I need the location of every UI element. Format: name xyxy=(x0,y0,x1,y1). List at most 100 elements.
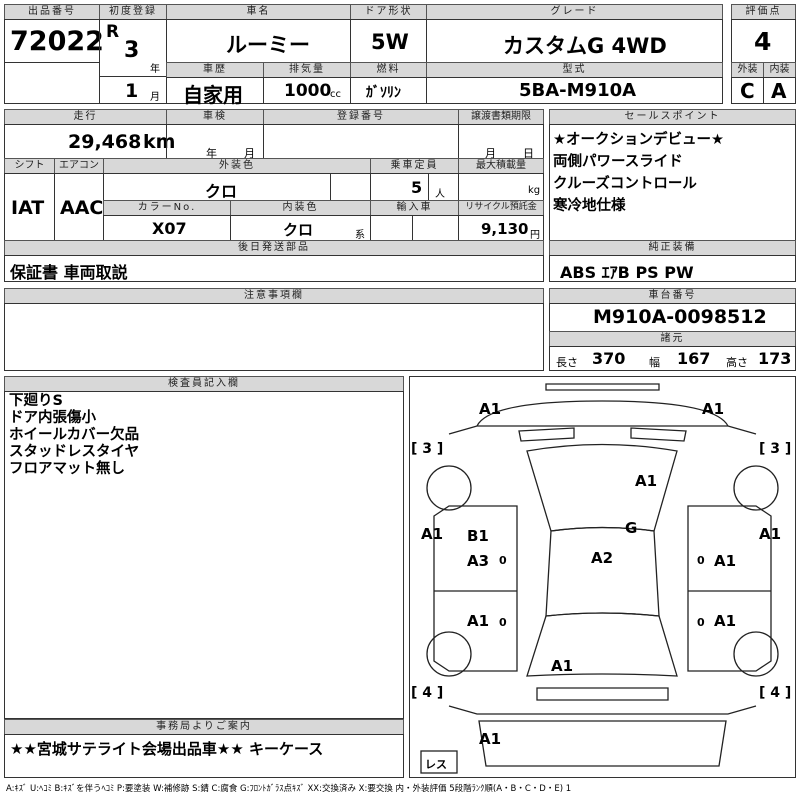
height: 173 xyxy=(758,349,792,368)
model-code: 5BA-M910A xyxy=(519,80,637,101)
headlight-right xyxy=(630,427,687,442)
tire-mark: [ 4 ] xyxy=(759,685,791,701)
grade: カスタムG 4WD xyxy=(503,34,667,58)
specs-cell xyxy=(549,346,796,371)
mileage-unit: km xyxy=(143,131,176,153)
later-parts: 保証書 車両取説 xyxy=(10,263,128,282)
model-header: 型式 xyxy=(426,62,723,78)
damage-mark-front-right-corner: A1 xyxy=(702,400,724,418)
sales-point-item: 寒冷地仕様 xyxy=(553,198,626,214)
spare-box xyxy=(420,750,458,774)
sales-points-header: セールスポイント xyxy=(549,109,796,125)
damage-diagram-frame xyxy=(409,376,796,778)
inspection-header: 車検 xyxy=(166,109,264,125)
specs-header: 諸元 xyxy=(549,331,796,347)
import-header: 輸入車 xyxy=(370,200,459,216)
tire-mark: [ 4 ] xyxy=(411,685,443,701)
chassis-no: M910A-0098512 xyxy=(593,306,767,328)
door-small-mark: 0 xyxy=(499,554,507,567)
color-no: X07 xyxy=(152,219,187,238)
aircon: AAC xyxy=(60,197,104,219)
capacity-header: 乗車定員 xyxy=(370,158,459,174)
notes-cell xyxy=(4,303,544,371)
sales-point-item: ★オークションデビュー★ xyxy=(553,132,724,148)
reg-no-header: 登録番号 xyxy=(263,109,459,125)
damage-mark-right-side: A1 xyxy=(759,525,781,543)
lot-no-blank xyxy=(4,62,100,104)
damage-mark-right-door: A1 xyxy=(714,552,736,570)
door-small-mark: 0 xyxy=(697,554,705,567)
headlight-left xyxy=(518,427,575,442)
tire-rear-left xyxy=(426,631,472,677)
tire-mark: [ 3 ] xyxy=(759,441,791,457)
inspector-note-item: ドア内張傷小 xyxy=(9,410,96,426)
damage-mark-left-front-door: B1 xyxy=(467,527,489,545)
damage-mark-rear-glass: A1 xyxy=(551,657,573,675)
front-bumper-shape xyxy=(545,383,660,391)
reg-divider xyxy=(99,76,167,77)
length-label: 長さ xyxy=(556,356,578,369)
width-label: 幅 xyxy=(649,356,660,369)
lot-no-header: 出品番号 xyxy=(4,4,100,20)
door-header: ドア形状 xyxy=(350,4,427,20)
displacement-header: 排気量 xyxy=(263,62,351,78)
exterior-grade: C xyxy=(740,79,755,103)
transfer-day-unit: 日 xyxy=(523,147,534,160)
int-color-unit: 系 xyxy=(355,230,365,241)
history: 自家用 xyxy=(183,83,243,107)
rear-glass-shape xyxy=(526,612,678,677)
width: 167 xyxy=(677,349,711,368)
exterior-header: 外装 xyxy=(731,62,764,78)
insp-year-unit: 年 xyxy=(206,147,217,160)
score-header: 評価点 xyxy=(731,4,796,20)
load-unit: kg xyxy=(528,185,541,196)
displacement-unit: cc xyxy=(330,89,341,100)
insp-month-unit: 月 xyxy=(244,147,255,160)
recycle-unit: 円 xyxy=(530,230,540,241)
shift-header: シフト xyxy=(4,158,55,174)
office-note: ★★宮城サテライト会場出品車★★ キーケース xyxy=(10,740,324,758)
height-label: 高さ xyxy=(726,356,748,369)
mileage: 29,468 xyxy=(68,131,142,153)
reg-year: 3 xyxy=(124,38,140,63)
equipment: ABS ｴｱB PS PW xyxy=(560,263,694,282)
spare-label: レス xyxy=(425,758,447,771)
inspector-note-item: 下廻りS xyxy=(9,393,63,409)
later-parts-header: 後日発送部品 xyxy=(4,240,544,256)
transfer-month-unit: 月 xyxy=(485,147,496,160)
capacity: 5 xyxy=(411,178,423,197)
tire-front-right xyxy=(733,465,779,511)
int-color-header: 内装色 xyxy=(230,200,371,216)
ext-color-header: 外装色 xyxy=(103,158,371,174)
grade-header: グレード xyxy=(426,4,723,20)
history-header: 車歴 xyxy=(166,62,264,78)
office-header: 事務局よりご案内 xyxy=(4,719,404,735)
lot-no: 72022 xyxy=(10,26,104,57)
color-no-header: カラーNo. xyxy=(103,200,231,216)
door-small-mark: 0 xyxy=(499,616,507,629)
import-cell xyxy=(370,215,459,241)
rear-outline xyxy=(448,705,757,715)
month-unit: 月 xyxy=(150,92,160,103)
interior-header: 内装 xyxy=(763,62,796,78)
front-lower-outline xyxy=(448,425,757,435)
fuel-header: 燃料 xyxy=(350,62,427,78)
year-unit: 年 xyxy=(150,64,160,75)
era: R xyxy=(106,22,120,42)
max-load-header: 最大積載量 xyxy=(458,158,544,174)
damage-mark-roof: A2 xyxy=(591,549,613,567)
score: 4 xyxy=(754,27,772,56)
displacement: 1000 xyxy=(284,81,332,101)
capacity-unit: 人 xyxy=(435,189,445,200)
int-color: クロ xyxy=(283,221,314,239)
left-body xyxy=(433,505,518,672)
right-body xyxy=(687,505,772,672)
first-reg-header: 初度登録 xyxy=(99,4,167,20)
damage-mark-left-front-door-lower: A3 xyxy=(467,552,489,570)
legend: A:ｷｽﾞ U:ﾍｺﾐ B:ｷｽﾞを伴うﾍｺﾐ P:要塗装 W:補修跡 S:錆 … xyxy=(6,784,572,794)
equipment-header: 純正装備 xyxy=(549,240,796,256)
model-cell xyxy=(426,77,723,104)
import-divider xyxy=(412,215,413,241)
sales-point-item: 両側パワースライド xyxy=(553,154,683,170)
